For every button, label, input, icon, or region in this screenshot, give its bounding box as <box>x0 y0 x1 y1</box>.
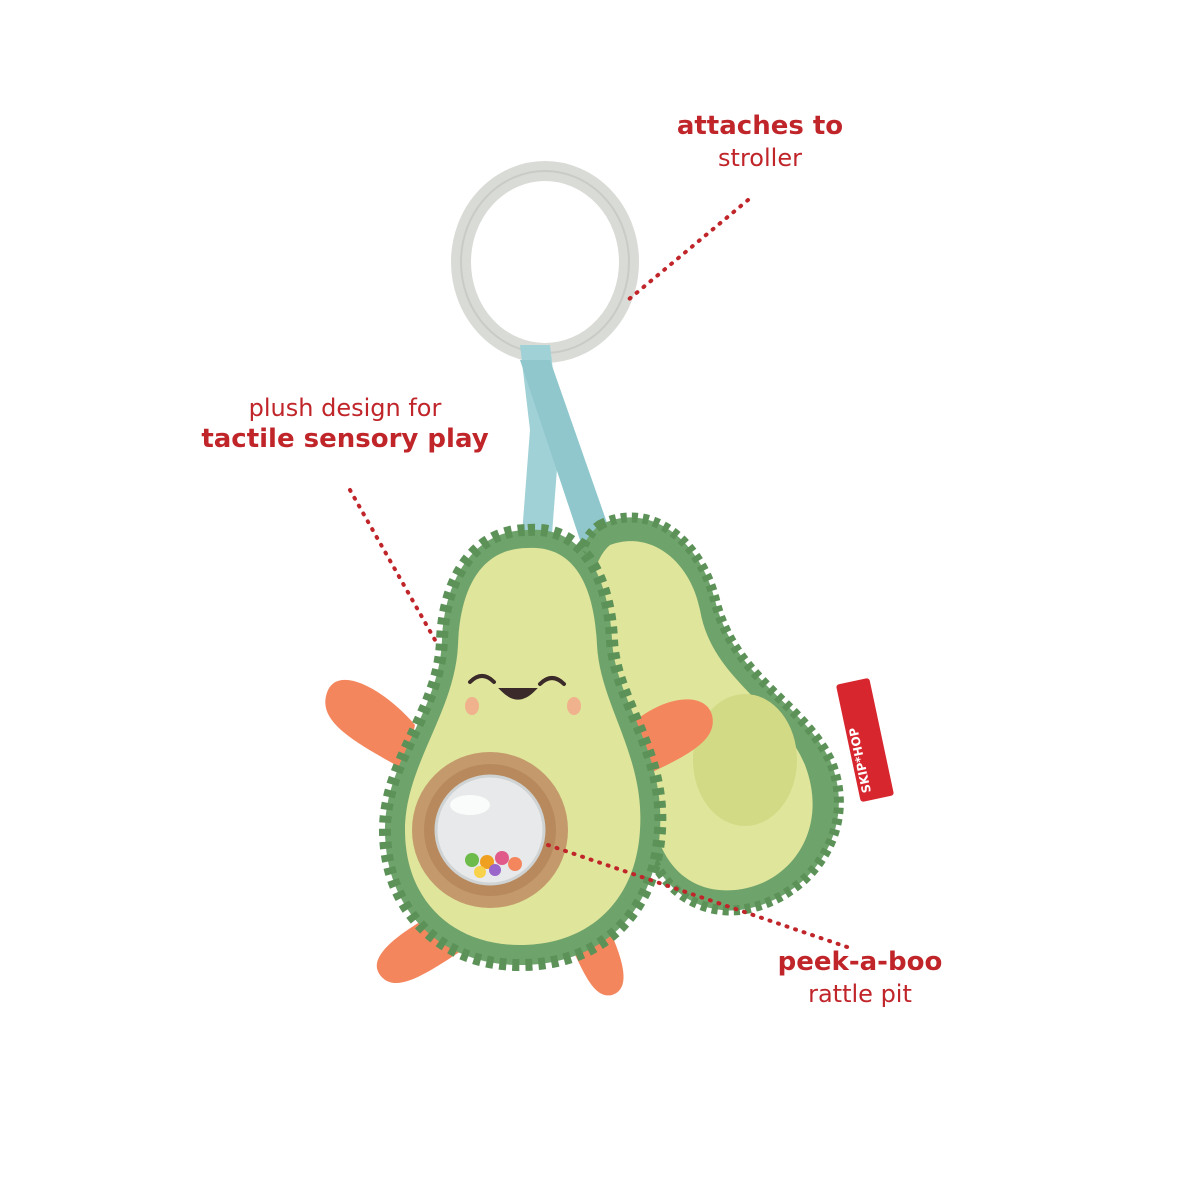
leader-lines <box>348 198 852 950</box>
leader-line-plush <box>348 488 437 642</box>
annotation-plush-bold: tactile sensory play <box>201 424 489 454</box>
annotation-rattle: peek-a-boo rattle pit <box>745 946 975 1009</box>
brand-tag: SKIP*HOP <box>836 678 894 802</box>
avocado-cheeks <box>465 697 581 715</box>
annotation-rattle-bold: peek-a-boo <box>777 947 943 977</box>
rattle-pit <box>412 752 568 908</box>
annotation-stroller-light: stroller <box>718 143 802 172</box>
annotation-rattle-light: rattle pit <box>808 979 912 1008</box>
annotation-plush: plush design for tactile sensory play <box>180 393 510 456</box>
avocado-face <box>468 674 566 700</box>
annotation-plush-light: plush design for <box>248 394 442 422</box>
stroller-ring <box>451 161 639 363</box>
ribbon-strap <box>520 345 620 570</box>
leader-line-rattle <box>546 843 852 950</box>
annotation-stroller-bold: attaches to <box>676 111 844 141</box>
leader-line-stroller <box>626 198 750 302</box>
annotation-stroller: attaches to stroller <box>640 110 880 173</box>
rattle-beads <box>465 851 522 878</box>
